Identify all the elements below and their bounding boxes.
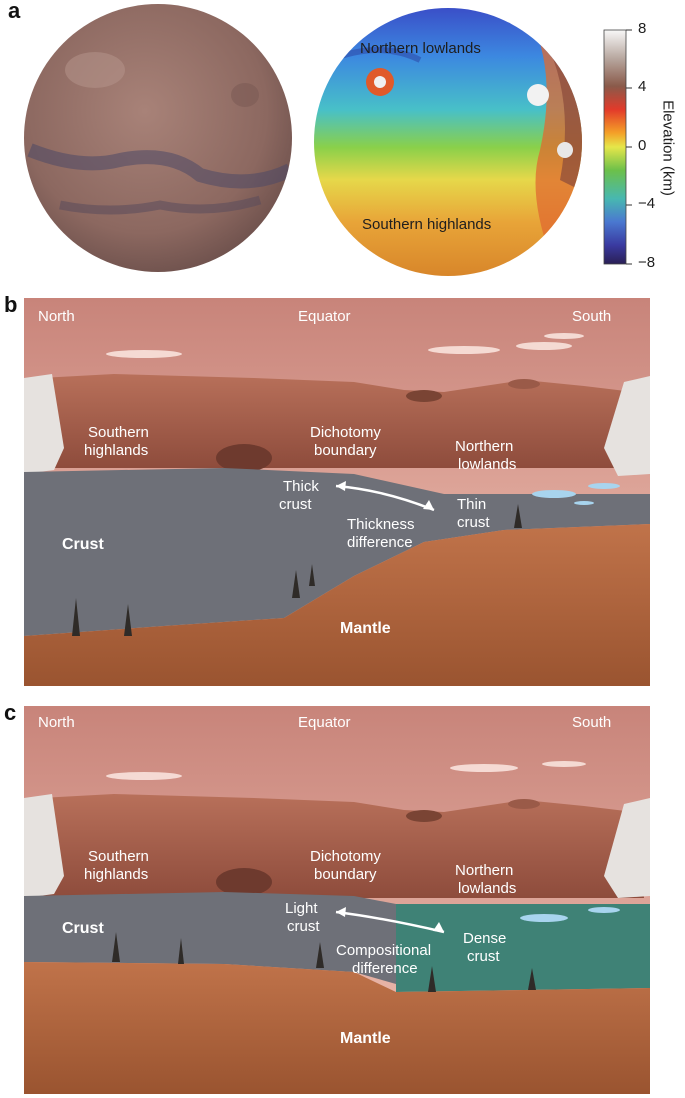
b-southern-highlands-1: Southern	[88, 424, 149, 441]
b-thick-crust-2: crust	[279, 496, 312, 513]
colorbar-title: Elevation (km)	[659, 100, 677, 196]
b-southern-highlands-2: highlands	[84, 442, 149, 459]
panel-c-crosssection	[24, 706, 650, 1094]
b-difference-1: Thickness	[347, 516, 415, 533]
clouds	[106, 761, 586, 780]
c-south: South	[572, 714, 612, 731]
ice-cap-south	[604, 376, 650, 476]
c-difference-2: difference	[352, 960, 418, 977]
lakes	[532, 483, 620, 505]
dense-crust-layer	[396, 904, 650, 992]
ice-cap-north	[24, 374, 64, 474]
visible-light-globe	[24, 4, 292, 272]
crater	[216, 444, 272, 472]
panel-a-letter: a	[8, 0, 21, 23]
colorbar-tick-neg8: −8	[638, 254, 656, 271]
c-equator: Equator	[298, 714, 351, 731]
thickness-arrow	[335, 484, 435, 512]
globe-label-southern-highlands: Southern highlands	[362, 216, 492, 233]
mantle-layer	[24, 962, 650, 1094]
c-southern-highlands-1: Southern	[88, 848, 149, 865]
globe-label-northern-lowlands: Northern lowlands	[360, 40, 481, 57]
volcano	[508, 379, 540, 389]
b-crust-label: Crust	[62, 536, 104, 553]
b-northern-lowlands-2: lowlands	[458, 456, 517, 473]
c-mantle-label: Mantle	[340, 1030, 391, 1047]
arrow-head-right	[423, 500, 434, 510]
clouds	[106, 333, 584, 358]
b-thin-crust-1: Thin	[457, 496, 487, 513]
c-difference-1: Compositional	[336, 942, 432, 959]
surface-landscape	[40, 794, 644, 898]
crust-layer	[24, 468, 650, 636]
intrusions	[112, 932, 536, 992]
elevation-colorbar	[603, 29, 632, 265]
b-mantle-label: Mantle	[340, 620, 391, 637]
colorbar-tick-4: 4	[638, 78, 647, 95]
c-light-crust-1: Light	[285, 900, 318, 917]
c-light-crust-2: crust	[287, 918, 320, 935]
colorbar-tick-neg4: −4	[638, 195, 656, 212]
b-equator: Equator	[298, 308, 351, 325]
c-dichotomy-2: boundary	[314, 866, 377, 883]
panel-c-letter: c	[4, 700, 17, 725]
b-dichotomy-2: boundary	[314, 442, 377, 459]
c-northern-lowlands-1: Northern	[455, 862, 514, 879]
colorbar-tick-8: 8	[638, 20, 647, 37]
crater	[406, 390, 442, 402]
b-dichotomy-1: Dichotomy	[310, 424, 381, 441]
panel-b-letter: b	[4, 292, 18, 317]
c-dense-crust-1: Dense	[463, 930, 507, 947]
c-crust-label: Crust	[62, 920, 104, 937]
b-thick-crust-1: Thick	[283, 478, 319, 495]
b-difference-2: difference	[347, 534, 413, 551]
b-thin-crust-2: crust	[457, 514, 490, 531]
c-dense-crust-2: crust	[467, 948, 500, 965]
volcano	[508, 799, 540, 809]
intrusions	[72, 504, 522, 636]
surface-landscape	[40, 374, 644, 468]
panel-b-crosssection	[24, 298, 650, 686]
arrow-head-right	[433, 922, 444, 932]
b-northern-lowlands-1: Northern	[455, 438, 514, 455]
c-northern-lowlands-2: lowlands	[458, 880, 517, 897]
arrow-head-left	[336, 481, 346, 491]
c-dichotomy-1: Dichotomy	[310, 848, 381, 865]
ice-cap-north	[24, 794, 64, 898]
ice-cap-south	[604, 798, 650, 898]
b-north: North	[38, 308, 75, 325]
mantle-layer	[24, 524, 650, 686]
arrow-head-left	[336, 907, 346, 917]
colorbar-tick-0: 0	[638, 137, 647, 154]
b-south: South	[572, 308, 612, 325]
lakes	[520, 907, 620, 922]
c-southern-highlands-2: highlands	[84, 866, 149, 883]
crater	[406, 810, 442, 822]
c-north: North	[38, 714, 75, 731]
composition-arrow	[335, 910, 445, 934]
crater	[216, 868, 272, 896]
panel-a-globes	[24, 4, 632, 276]
